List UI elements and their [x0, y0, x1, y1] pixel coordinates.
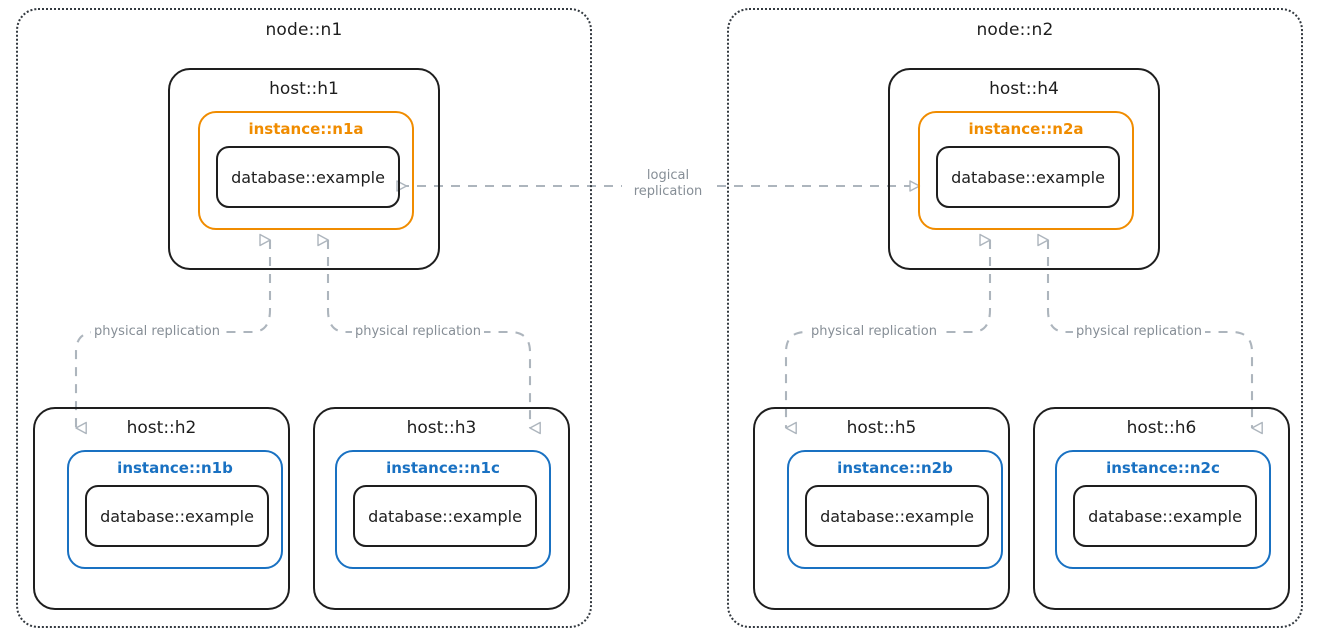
edge-label-physical-h1-h2: physical replication	[91, 324, 223, 341]
database-box-n1b[interactable]: database::example	[85, 485, 269, 547]
node-container-n1: node::n1	[16, 8, 592, 628]
instance-box-n1b[interactable]: instance::n1b database::example	[67, 450, 283, 569]
database-box-n1a[interactable]: database::example	[216, 146, 400, 208]
database-box-n1c[interactable]: database::example	[353, 485, 537, 547]
database-label: database::example	[820, 506, 974, 526]
host-title-h4: host::h4	[989, 79, 1059, 99]
instance-title-n2a: instance::n2a	[968, 120, 1084, 138]
edge-label-logical-replication: logical replication	[622, 168, 714, 201]
node-container-n2: node::n2	[727, 8, 1303, 628]
edge-label-physical-h4-h5: physical replication	[808, 324, 940, 341]
database-label: database::example	[100, 506, 254, 526]
instance-box-n2c[interactable]: instance::n2c database::example	[1055, 450, 1271, 569]
instance-title-n2b: instance::n2b	[837, 459, 953, 477]
host-box-h6[interactable]: host::h6 instance::n2c database::example	[1033, 407, 1290, 610]
database-label: database::example	[231, 167, 385, 187]
host-title-h3: host::h3	[406, 418, 477, 438]
host-title-h2: host::h2	[126, 418, 197, 438]
host-box-h2[interactable]: host::h2 instance::n1b database::example	[33, 407, 290, 610]
edge-label-logical-line2: replication	[633, 184, 703, 200]
instance-title-n1a: instance::n1a	[248, 120, 364, 138]
instance-title-n1b: instance::n1b	[117, 459, 233, 477]
database-box-n2c[interactable]: database::example	[1073, 485, 1257, 547]
instance-box-n1c[interactable]: instance::n1c database::example	[335, 450, 551, 569]
host-title-h6: host::h6	[1126, 418, 1197, 438]
database-label: database::example	[951, 167, 1105, 187]
database-box-n2b[interactable]: database::example	[805, 485, 989, 547]
host-title-h5: host::h5	[846, 418, 917, 438]
instance-title-n1c: instance::n1c	[386, 459, 500, 477]
instance-title-n2c: instance::n2c	[1106, 459, 1220, 477]
edge-label-logical-line1: logical	[646, 168, 690, 183]
database-box-n2a[interactable]: database::example	[936, 146, 1120, 208]
host-title-h1: host::h1	[269, 79, 339, 99]
edge-label-physical-h1-h3: physical replication	[352, 324, 484, 341]
host-box-h3[interactable]: host::h3 instance::n1c database::example	[313, 407, 570, 610]
instance-box-n1a[interactable]: instance::n1a database::example	[198, 111, 414, 230]
database-label: database::example	[1088, 506, 1242, 526]
node-title-n1: node::n1	[265, 20, 343, 40]
instance-box-n2a[interactable]: instance::n2a database::example	[918, 111, 1134, 230]
edge-label-physical-h4-h6: physical replication	[1073, 324, 1205, 341]
host-box-h4[interactable]: host::h4 instance::n2a database::example	[888, 68, 1160, 270]
node-title-n2: node::n2	[976, 20, 1054, 40]
instance-box-n2b[interactable]: instance::n2b database::example	[787, 450, 1003, 569]
host-box-h5[interactable]: host::h5 instance::n2b database::example	[753, 407, 1010, 610]
database-label: database::example	[368, 506, 522, 526]
host-box-h1[interactable]: host::h1 instance::n1a database::example	[168, 68, 440, 270]
